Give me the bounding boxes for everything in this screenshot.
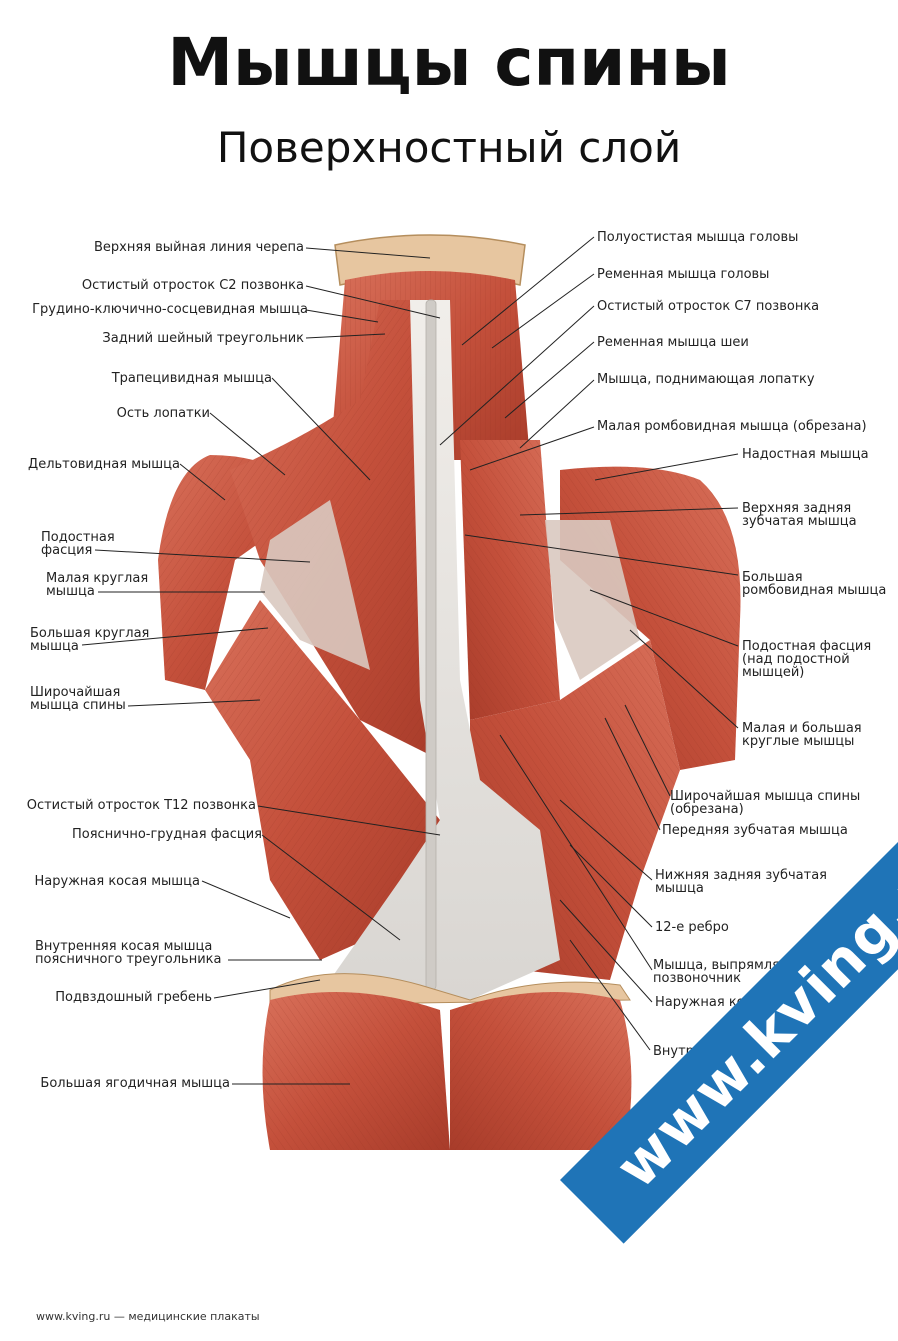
label-teres-major-l1: Большая круглая — [30, 626, 150, 641]
label-serratus-anterior: Передняя зубчатая мышца — [662, 823, 848, 838]
label-internal-oblique-l1: Внутренняя косая мышца — [35, 939, 213, 954]
label-thoracolumbar-fascia: Пояснично-грудная фасция — [72, 827, 262, 842]
label-infraspinatus-fascia-l1: Подостная — [41, 530, 115, 545]
label-rhomboid-major-l1: Большая — [742, 570, 803, 585]
label-internal-oblique-l2: поясничного треугольника — [35, 952, 222, 967]
label-erector-spinae-r2: позвоночник — [653, 971, 741, 986]
label-teres-minor-major-r1: Малая и большая — [742, 721, 862, 736]
label-levator-scapulae: Мышца, поднимающая лопатку — [597, 372, 815, 387]
label-splenius-capitis: Ременная мышца головы — [597, 267, 770, 282]
label-c2-spinous-process: Остистый отросток С2 позвонка — [81, 278, 304, 293]
label-c7-spinous-process: Остистый отросток С7 позвонка — [597, 299, 820, 314]
label-t12-spinous-process: Остистый отросток Т12 позвонка — [26, 798, 256, 813]
label-infraspinatus-fascia-r3: мышцей) — [742, 665, 805, 680]
spine — [425, 299, 437, 991]
label-infraspinatus-fascia-r2: (над подостной — [742, 652, 850, 667]
label-rhomboid-major-l2: ромбовидная мышца — [742, 583, 887, 598]
poster-title: Мышцы спины — [167, 24, 731, 101]
footer-text: www.kving.ru — медицинские плакаты — [36, 1310, 260, 1323]
label-external-oblique-left: Наружная косая мышца — [34, 874, 200, 889]
label-teres-minor-l2: мышца — [46, 584, 95, 599]
label-trapezius: Трапецивидная мышца — [111, 371, 272, 386]
label-serratus-post-inf-r2: мышца — [655, 881, 704, 896]
poster-subtitle: Поверхностный слой — [216, 123, 682, 172]
label-semispinalis-capitis: Полуостистая мышца головы — [597, 230, 799, 245]
label-teres-major-l2: мышца — [30, 639, 79, 654]
label-spine-of-scapula: Ость лопатки — [116, 406, 210, 421]
label-splenius-cervicis: Ременная мышца шеи — [597, 335, 749, 350]
label-superior-nuchal-line: Верхняя выйная линия черепа — [94, 240, 304, 255]
label-latissimus-l1: Широчайшая — [30, 685, 121, 700]
label-latissimus-cut-r1: Широчайшая мышца спины — [670, 789, 861, 804]
label-posterior-cervical-triangle: Задний шейный треугольник — [102, 331, 304, 346]
label-rhomboid-minor: Малая ромбовидная мышца (обрезана) — [597, 419, 867, 434]
label-serratus-post-sup-l1: Верхняя задняя — [742, 501, 852, 516]
label-latissimus-cut-r2: (обрезана) — [670, 802, 744, 817]
label-serratus-post-inf-r1: Нижняя задняя зубчатая — [655, 868, 827, 883]
label-serratus-post-sup-l2: зубчатая мышца — [742, 514, 857, 529]
left-infraspinatus-fascia — [260, 500, 370, 670]
thoracolumbar-fascia — [330, 300, 560, 1000]
label-12th-rib: 12-е ребро — [655, 920, 729, 935]
label-deltoid: Дельтовидная мышца — [28, 457, 180, 472]
label-sternocleidomastoid: Грудино-ключично-сосцевидная мышца — [32, 302, 308, 317]
label-iliac-crest: Подвздошный гребень — [55, 990, 212, 1005]
right-scapula-fascia — [545, 520, 640, 680]
label-infraspinatus-fascia-r1: Подостная фасция — [742, 639, 872, 654]
label-latissimus-l2: мышца спины — [30, 698, 126, 713]
label-infraspinatus-fascia-l2: фасция — [41, 543, 93, 558]
label-gluteus-maximus: Большая ягодичная мышца — [40, 1076, 230, 1091]
label-teres-minor-l1: Малая круглая — [46, 571, 149, 586]
label-supraspinatus: Надостная мышца — [742, 447, 869, 462]
label-teres-minor-major-r2: круглые мышцы — [742, 734, 855, 749]
leader-lines — [81, 236, 739, 1085]
